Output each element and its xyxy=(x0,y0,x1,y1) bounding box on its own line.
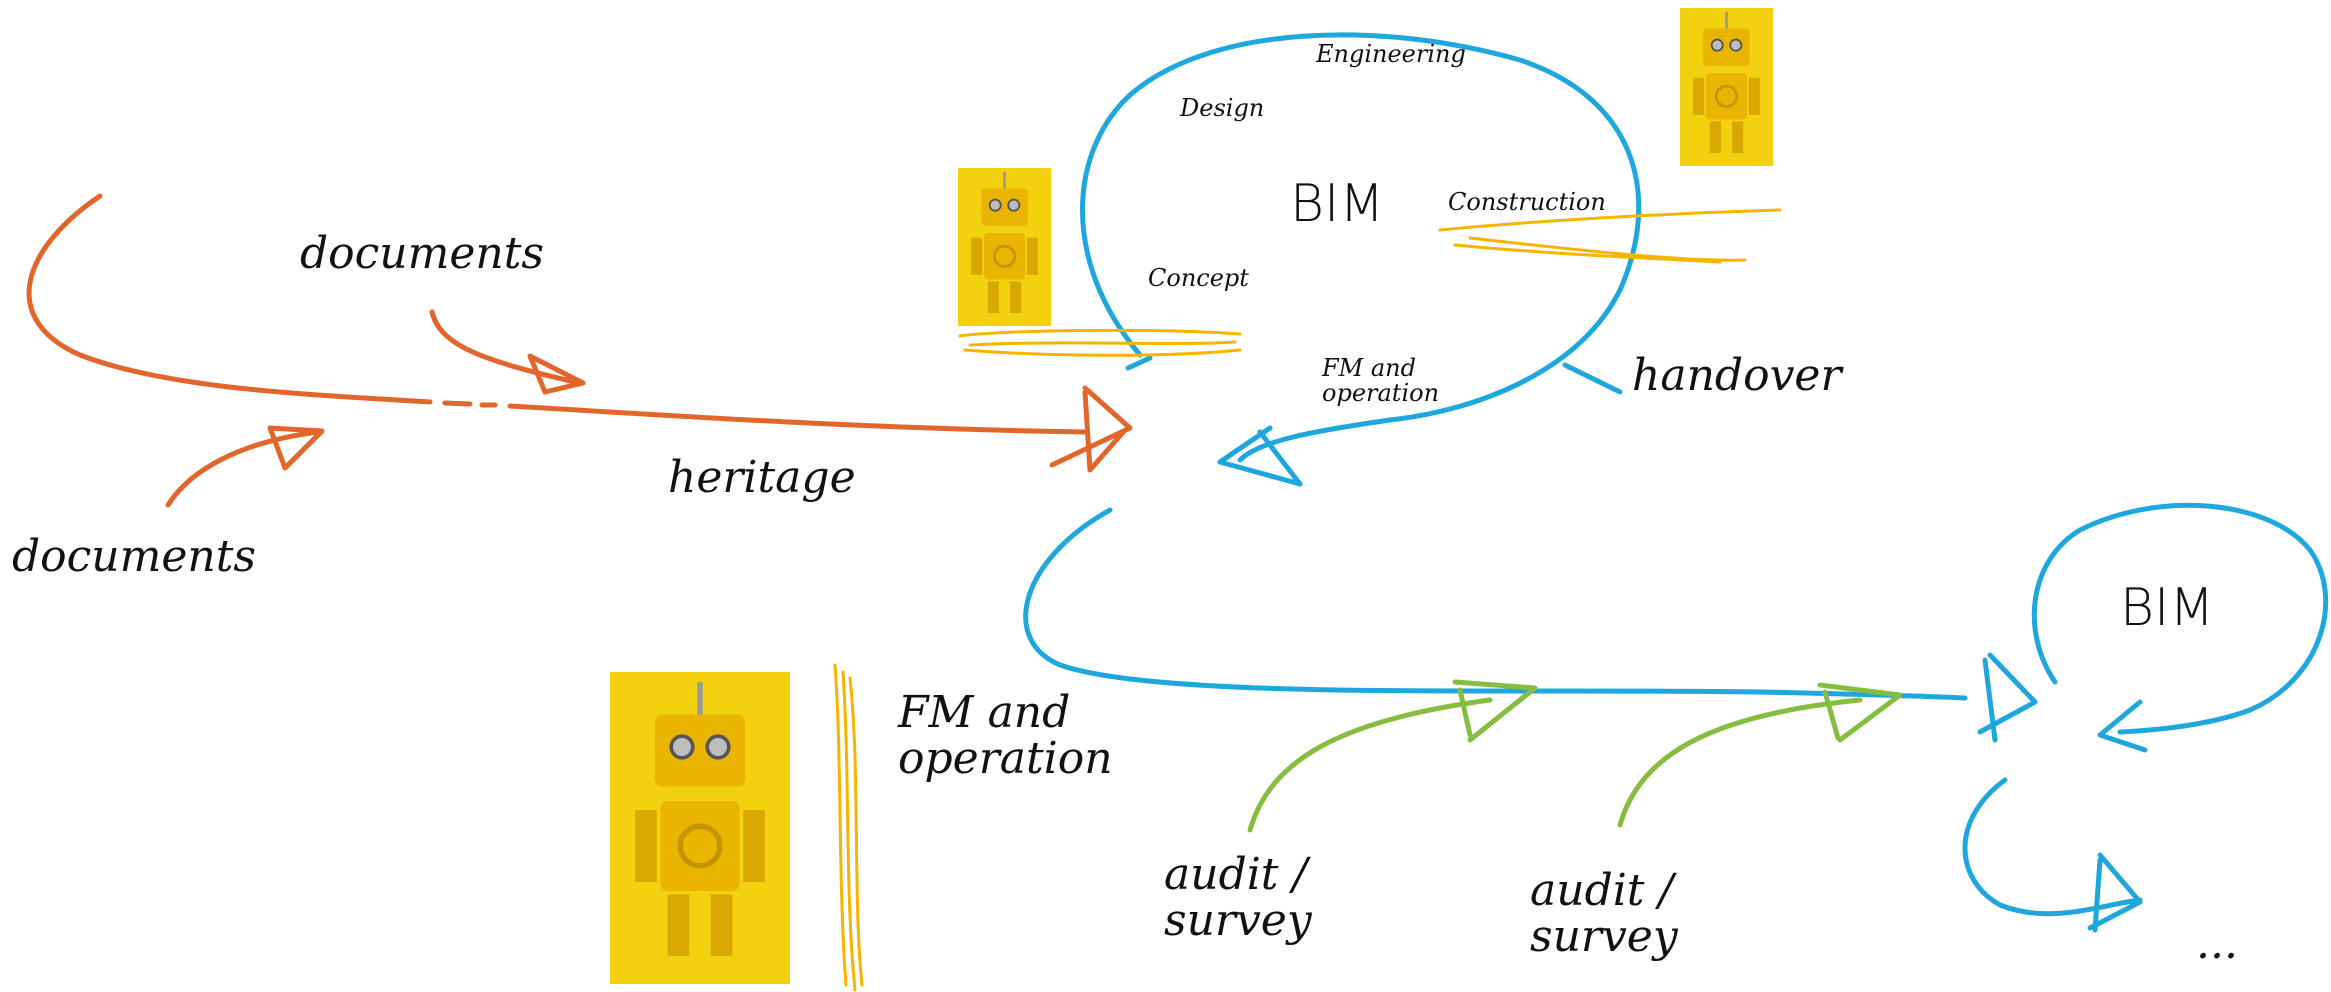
documents-bottom-arrowhead xyxy=(267,425,325,471)
robot-photo-large xyxy=(610,672,790,984)
timeline xyxy=(1023,502,2329,933)
timeline-curve xyxy=(1023,507,1968,701)
audit-arrowhead-2 xyxy=(1817,682,1903,743)
continuation-curve xyxy=(1962,777,2143,917)
bim-loop xyxy=(1080,32,1642,487)
documents-arrows xyxy=(165,309,586,508)
audit-arrowhead-1 xyxy=(1452,679,1538,743)
documents-label-top: documents xyxy=(300,228,544,279)
fm-operation-label-large: FM and operation xyxy=(898,687,1113,785)
bim-label-secondary: BIM xyxy=(2120,578,2215,638)
heritage-line xyxy=(507,403,1088,435)
fm-highlight xyxy=(833,663,864,992)
concept-label: Concept xyxy=(1148,264,1249,292)
handover-label: handover xyxy=(1632,350,1842,401)
robot-illustration xyxy=(610,675,790,981)
handover-tick xyxy=(1562,362,1623,395)
bim-loop-curve xyxy=(1080,32,1642,463)
audit-survey-label-2: audit / survey xyxy=(1530,865,1678,963)
continuation-arrowhead xyxy=(2087,852,2143,933)
robot-photo-small-top-right xyxy=(1680,8,1773,166)
robot-illustration xyxy=(958,168,1051,326)
fm-operation-label-small: FM and operation xyxy=(1322,354,1440,408)
secondary-bim-loop xyxy=(2031,502,2329,735)
robot-photo-small-left xyxy=(958,168,1051,326)
heritage-arrowhead xyxy=(1049,385,1133,473)
timeline-arrowhead-1 xyxy=(1977,652,2038,743)
ellipsis-label: ... xyxy=(2196,918,2238,969)
bim-loop-arrowhead xyxy=(1217,425,1303,487)
documents-top-arrowhead xyxy=(527,353,586,395)
documents-label-bottom: documents xyxy=(12,531,256,582)
highlights xyxy=(833,208,1782,992)
audit-arrow-1 xyxy=(1247,697,1493,833)
engineering-label: Engineering xyxy=(1316,40,1466,68)
construction-label: Construction xyxy=(1448,188,1606,216)
documents-bottom-arrow xyxy=(165,429,321,508)
bim-label-main: BIM xyxy=(1290,174,1385,234)
audit-arrow-2 xyxy=(1617,697,1863,828)
heritage-flow xyxy=(26,193,1133,473)
design-label: Design xyxy=(1180,94,1265,122)
audit-arrows xyxy=(1247,679,1903,833)
heritage-curve xyxy=(26,193,433,405)
bim-loop-tail xyxy=(1125,355,1153,371)
construction-highlight xyxy=(1438,208,1782,264)
audit-survey-label-1: audit / survey xyxy=(1164,849,1312,947)
documents-top-arrow xyxy=(429,309,578,385)
heritage-label: heritage xyxy=(668,452,856,503)
robot-illustration xyxy=(1680,8,1773,166)
heritage-dash-1 xyxy=(442,400,473,407)
concept-highlight xyxy=(958,328,1242,357)
secondary-bim-arrowhead xyxy=(2097,699,2148,753)
